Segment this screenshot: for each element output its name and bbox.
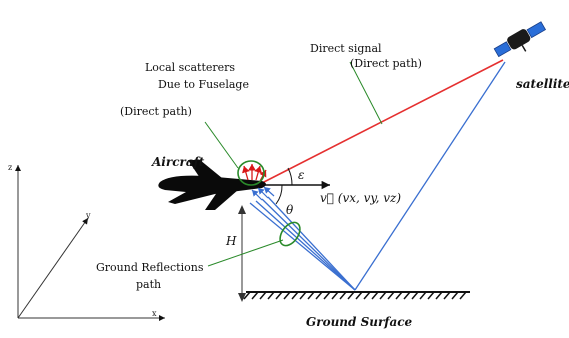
- axis-label-z: z: [8, 163, 12, 172]
- axis-label-x: x: [152, 309, 157, 318]
- label-local-scatterers: Local scatterers: [145, 61, 235, 74]
- theta-arc: [275, 184, 283, 205]
- label-theta: θ: [286, 203, 294, 217]
- label-ground-reflections: Ground Reflections: [96, 261, 204, 274]
- axis-label-y: y: [85, 211, 91, 220]
- airplane-icon: [158, 160, 266, 210]
- leader-scatterers: [204, 121, 239, 169]
- ground-surface-hatch: [243, 291, 470, 300]
- ground-reflection-paths: [249, 61, 506, 291]
- label-due-to-fuselage: Due to Fuselage: [158, 78, 249, 91]
- label-epsilon: ε: [298, 168, 304, 182]
- label-velocity: v⃗ (vx, vy, vz): [320, 191, 401, 205]
- coordinate-axes: z y x: [8, 163, 165, 321]
- reflection-arrows: [251, 186, 275, 201]
- label-ground-surface: Ground Surface: [306, 315, 413, 329]
- label-direct-path-top: (Direct path): [350, 57, 422, 70]
- satellite-icon: [493, 21, 547, 58]
- scatter-highlight-circle: [237, 160, 265, 186]
- direct-signal-path: [261, 59, 504, 184]
- label-direct-signal: Direct signal: [310, 42, 382, 55]
- reflection-highlight-circle: [279, 221, 301, 247]
- leader-direct-signal: [349, 61, 383, 125]
- label-satellite: satellite: [516, 77, 569, 91]
- label-ground-reflections-path: path: [136, 278, 161, 291]
- label-aircraft: Aircraft: [151, 155, 205, 169]
- leader-ground-reflection: [207, 239, 284, 267]
- label-direct-path-left: (Direct path): [120, 105, 192, 118]
- epsilon-arc: [287, 167, 293, 186]
- label-height: H: [225, 234, 237, 248]
